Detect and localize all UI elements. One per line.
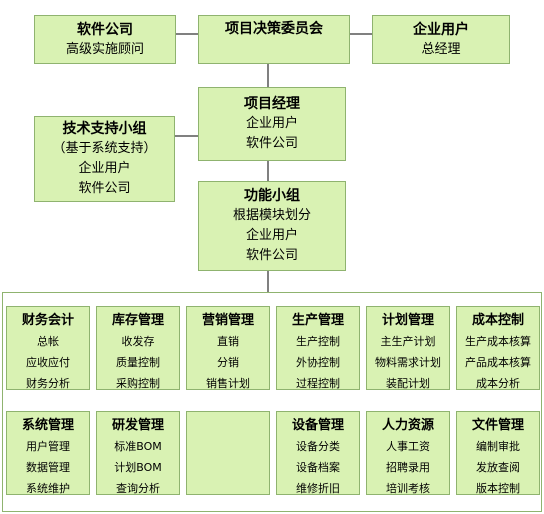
module-title: 文件管理	[471, 418, 524, 433]
module-item: 质量控制	[116, 356, 160, 369]
module-item: 用户管理	[26, 440, 70, 453]
module-finance: 财务会计 总帐 应收应付 财务分析	[6, 306, 90, 390]
tech-support-line-3: 软件公司	[78, 181, 131, 196]
enterprise-user-box: 企业用户 总经理	[372, 15, 510, 64]
module-title: 研发管理	[111, 418, 164, 433]
function-group-title: 功能小组	[244, 188, 300, 204]
software-company-box: 软件公司 高级实施顾问	[34, 15, 176, 64]
module-system: 系统管理 用户管理 数据管理 系统维护	[6, 411, 90, 495]
module-panel: 财务会计 总帐 应收应付 财务分析 库存管理 收发存 质量控制 采购控制 营销管…	[2, 292, 542, 512]
module-item: 招聘录用	[386, 461, 430, 474]
module-item: 标准BOM	[114, 440, 162, 453]
module-equipment: 设备管理 设备分类 设备档案 维修折旧	[276, 411, 360, 495]
module-item: 分销	[217, 356, 239, 369]
module-item: 查询分析	[116, 482, 160, 495]
software-company-title: 软件公司	[77, 21, 133, 38]
module-item: 产品成本核算	[465, 356, 531, 369]
module-item: 设备分类	[296, 440, 340, 453]
module-item: 版本控制	[476, 482, 520, 495]
module-item: 计划BOM	[114, 461, 162, 474]
committee-box: 项目决策委员会	[198, 15, 350, 64]
module-item: 装配计划	[386, 377, 430, 390]
module-item: 主生产计划	[380, 335, 436, 348]
module-item: 总帐	[37, 335, 59, 348]
module-production: 生产管理 生产控制 外协控制 过程控制	[276, 306, 360, 390]
tech-support-title: 技术支持小组	[62, 121, 147, 137]
module-planning: 计划管理 主生产计划 物料需求计划 装配计划	[366, 306, 450, 390]
function-group-box: 功能小组 根据模块划分 企业用户 软件公司	[198, 181, 346, 271]
module-item: 系统维护	[26, 482, 70, 495]
module-item: 数据管理	[26, 461, 70, 474]
tech-support-line-1: （基于系统支持）	[52, 141, 157, 156]
module-inventory: 库存管理 收发存 质量控制 采购控制	[96, 306, 180, 390]
module-title: 库存管理	[111, 313, 164, 328]
project-manager-title: 项目经理	[244, 96, 300, 112]
module-title: 成本控制	[471, 313, 524, 328]
module-cost: 成本控制 生产成本核算 产品成本核算 成本分析	[456, 306, 540, 390]
module-title: 人力资源	[381, 418, 434, 433]
module-item: 财务分析	[26, 377, 70, 390]
module-marketing: 营销管理 直销 分销 销售计划	[186, 306, 270, 390]
module-hr: 人力资源 人事工资 招聘录用 培训考核	[366, 411, 450, 495]
software-company-role: 高级实施顾问	[65, 41, 144, 57]
committee-title: 项目决策委员会	[225, 21, 323, 37]
project-manager-line-2: 软件公司	[245, 136, 298, 151]
module-item: 物料需求计划	[375, 356, 441, 369]
module-title: 系统管理	[21, 418, 74, 433]
module-item: 应收应付	[26, 356, 70, 369]
module-item: 人事工资	[386, 440, 430, 453]
module-documents: 文件管理 编制审批 发放查阅 版本控制	[456, 411, 540, 495]
module-title: 财务会计	[21, 313, 74, 328]
project-manager-line-1: 企业用户	[245, 116, 298, 131]
project-manager-box: 项目经理 企业用户 软件公司	[198, 87, 346, 161]
module-item: 过程控制	[296, 377, 340, 390]
module-item: 生产控制	[296, 335, 340, 348]
module-title: 计划管理	[381, 313, 434, 328]
module-item: 生产成本核算	[465, 335, 531, 348]
module-item: 培训考核	[386, 482, 430, 495]
function-group-line-3: 软件公司	[245, 248, 298, 263]
module-title: 营销管理	[201, 313, 254, 328]
module-item: 维修折旧	[296, 482, 340, 495]
module-item: 编制审批	[476, 440, 520, 453]
enterprise-user-role: 总经理	[421, 41, 461, 57]
module-item: 外协控制	[296, 356, 340, 369]
module-item: 发放查阅	[476, 461, 520, 474]
module-item: 收发存	[121, 335, 155, 348]
module-title: 设备管理	[291, 418, 344, 433]
module-item: 设备档案	[296, 461, 340, 474]
enterprise-user-title: 企业用户	[413, 21, 469, 38]
module-item: 成本分析	[476, 377, 520, 390]
module-title: 生产管理	[291, 313, 344, 328]
module-item: 销售计划	[206, 377, 250, 390]
tech-support-line-2: 企业用户	[78, 161, 131, 176]
module-rd: 研发管理 标准BOM 计划BOM 查询分析	[96, 411, 180, 495]
module-item: 采购控制	[116, 377, 160, 390]
module-empty	[186, 411, 270, 495]
function-group-line-2: 企业用户	[245, 228, 298, 243]
function-group-line-1: 根据模块划分	[232, 208, 311, 223]
module-item: 直销	[217, 335, 239, 348]
tech-support-box: 技术支持小组 （基于系统支持） 企业用户 软件公司	[34, 116, 175, 202]
